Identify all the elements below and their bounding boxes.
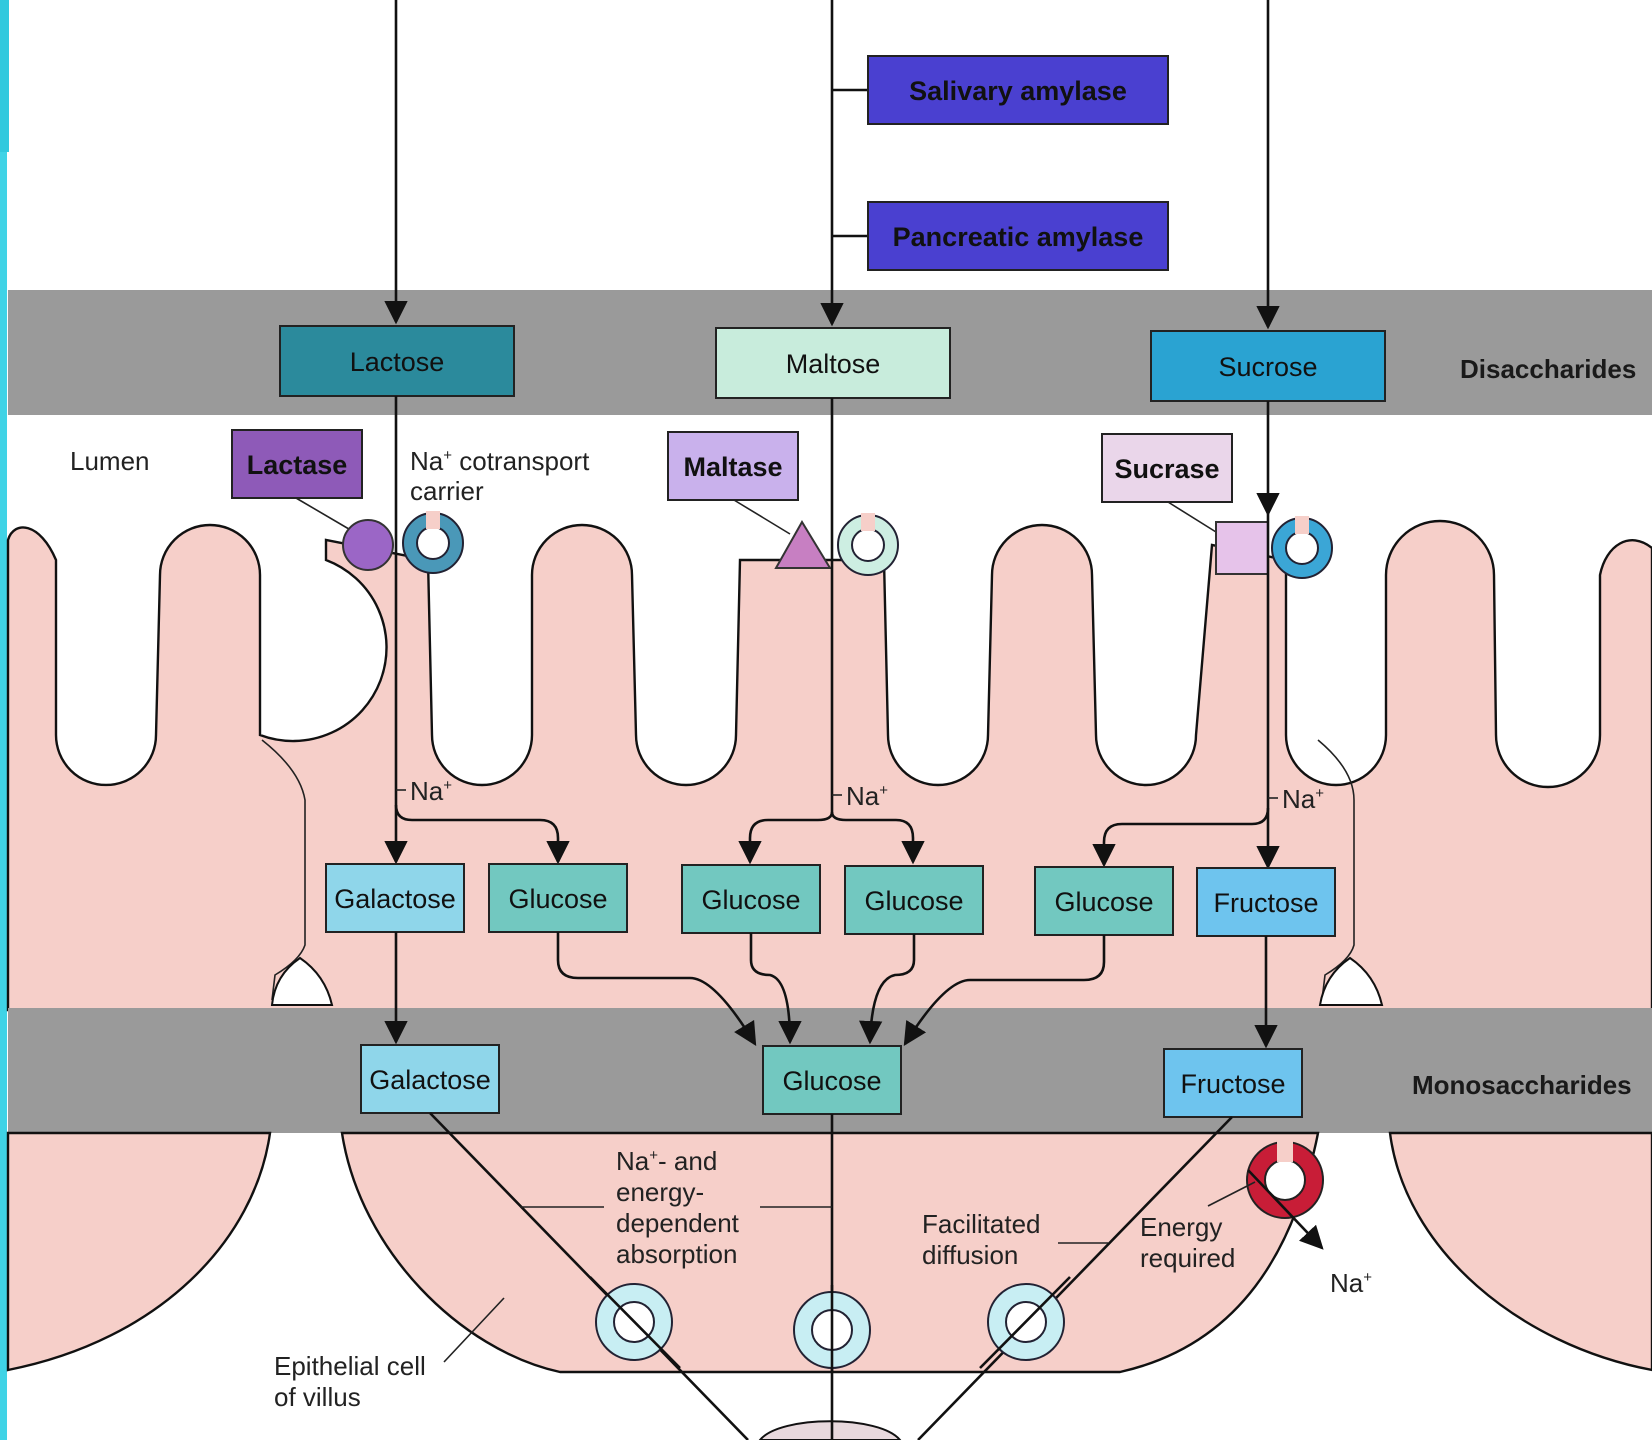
svg-text:Sucrase: Sucrase — [1114, 454, 1219, 484]
cell-junction-right — [1317, 739, 1355, 1001]
facilitated-label-line1: Facilitated — [922, 1209, 1041, 1239]
pump-pointer — [1207, 1181, 1256, 1207]
sucrose-box: Sucrose — [1150, 330, 1386, 402]
glucose-box-4: Glucose — [1034, 866, 1174, 936]
epithelial-pointer — [443, 1297, 505, 1363]
svg-text:Fructose: Fructose — [1213, 888, 1318, 918]
galactose-box-upper: Galactose — [325, 863, 465, 933]
svg-text:Galactose: Galactose — [369, 1065, 491, 1095]
monosaccharides-label: Monosaccharides — [1412, 1070, 1632, 1100]
maltose-carrier-icon — [837, 513, 899, 576]
svg-text:Maltose: Maltose — [786, 349, 881, 379]
svg-text:Glucose: Glucose — [864, 886, 963, 916]
lactose-carrier-icon — [402, 511, 464, 574]
pump-na-arrow — [1247, 1169, 1324, 1250]
left-edge-strip — [0, 0, 7, 1440]
pancreatic-amylase-box: Pancreatic amylase — [867, 201, 1169, 271]
glucose-box-lower: Glucose — [762, 1045, 902, 1115]
lactose-to-glucose-arrow — [394, 804, 570, 865]
pump-na-label: Na+ — [1330, 1268, 1372, 1298]
cell-junction-left-gap — [270, 956, 334, 1006]
facilitated-label-line2: diffusion — [922, 1240, 1018, 1270]
lumen-label: Lumen — [70, 446, 150, 476]
lactose-na-label: Na+ — [410, 776, 452, 806]
svg-text:Galactose: Galactose — [334, 884, 456, 914]
svg-text:Glucose: Glucose — [508, 884, 607, 914]
brush-border-epithelium — [6, 519, 1652, 1012]
na-energy-label-line1: Na+- and — [616, 1146, 717, 1176]
svg-text:Pancreatic amylase: Pancreatic amylase — [893, 222, 1144, 252]
sucrose-carrier-icon — [1271, 516, 1333, 579]
svg-text:Lactase: Lactase — [247, 450, 348, 480]
galactose-exit-line-over — [589, 1276, 681, 1369]
disaccharides-label: Disaccharides — [1460, 354, 1636, 384]
energy-pump-icon — [1246, 1140, 1324, 1219]
sucrase-pointer — [1167, 501, 1217, 533]
left-edge-notch — [0, 0, 9, 152]
na-energy-label-line4: absorption — [616, 1239, 737, 1269]
lower-cell-left — [6, 1131, 272, 1372]
sucrose-to-glucose-arrow — [1092, 807, 1270, 868]
svg-text:Glucose: Glucose — [701, 885, 800, 915]
cell-junction-right-gap — [1318, 956, 1384, 1006]
epithelial-label-line2: of villus — [274, 1382, 361, 1412]
lower-cell-center — [340, 1131, 1320, 1374]
na-cotransport-label: Na+ cotransport — [410, 446, 590, 476]
lactose-box: Lactose — [279, 325, 515, 397]
maltase-box: Maltase — [667, 431, 799, 501]
fructose-exit-line-over — [979, 1276, 1071, 1369]
fructose-exit-line — [917, 1116, 1233, 1440]
glucose1-to-band-arrow — [556, 932, 757, 1047]
svg-text:Fructose: Fructose — [1180, 1069, 1285, 1099]
maltose-box: Maltose — [715, 327, 951, 399]
galactose-box-lower: Galactose — [360, 1044, 500, 1114]
cell-junction-left — [261, 739, 306, 1001]
capillary-outline — [758, 1420, 902, 1440]
na-energy-label-line3: dependent — [616, 1208, 740, 1238]
epithelial-label-line1: Epithelial cell — [274, 1351, 426, 1381]
salivary-amylase-box: Salivary amylase — [867, 55, 1169, 125]
glucose4-to-band-arrow — [903, 935, 1106, 1046]
maltase-pointer — [733, 499, 791, 535]
maltase-marker-icon — [774, 520, 832, 569]
energy-required-line1: Energy — [1140, 1212, 1222, 1242]
galactose-exit-line — [429, 1112, 749, 1440]
glucose2-to-band-arrow — [749, 933, 802, 1045]
svg-text:Salivary amylase: Salivary amylase — [909, 76, 1127, 106]
svg-text:Glucose: Glucose — [1054, 887, 1153, 917]
lactase-box: Lactase — [231, 429, 363, 499]
lactase-marker-icon — [342, 519, 394, 571]
sucrose-na-label: Na+ — [1282, 784, 1324, 814]
lactase-pointer — [295, 497, 355, 533]
na-energy-label-line2: energy- — [616, 1177, 704, 1207]
maltose-to-glucose-left-arrow — [738, 811, 834, 865]
lower-cell-right — [1388, 1131, 1652, 1372]
glucose3-to-band-arrow — [858, 934, 916, 1045]
sucrase-marker-icon — [1215, 521, 1269, 575]
maltose-to-glucose-right-arrow — [830, 811, 925, 865]
svg-text:Maltase: Maltase — [683, 452, 782, 482]
svg-text:Lactose: Lactose — [350, 347, 445, 377]
glucose-box-1: Glucose — [488, 863, 628, 933]
maltose-na-label: Na+ — [846, 781, 888, 811]
svg-text:Glucose: Glucose — [782, 1066, 881, 1096]
fructose-box-lower: Fructose — [1163, 1048, 1303, 1118]
carrier-label: carrier — [410, 476, 484, 506]
glucose-box-3: Glucose — [844, 865, 984, 935]
energy-required-line2: required — [1140, 1243, 1235, 1273]
glucose-box-2: Glucose — [681, 864, 821, 934]
svg-text:Sucrose: Sucrose — [1218, 352, 1317, 382]
fructose-box-upper: Fructose — [1196, 867, 1336, 937]
sucrase-box: Sucrase — [1101, 433, 1233, 503]
